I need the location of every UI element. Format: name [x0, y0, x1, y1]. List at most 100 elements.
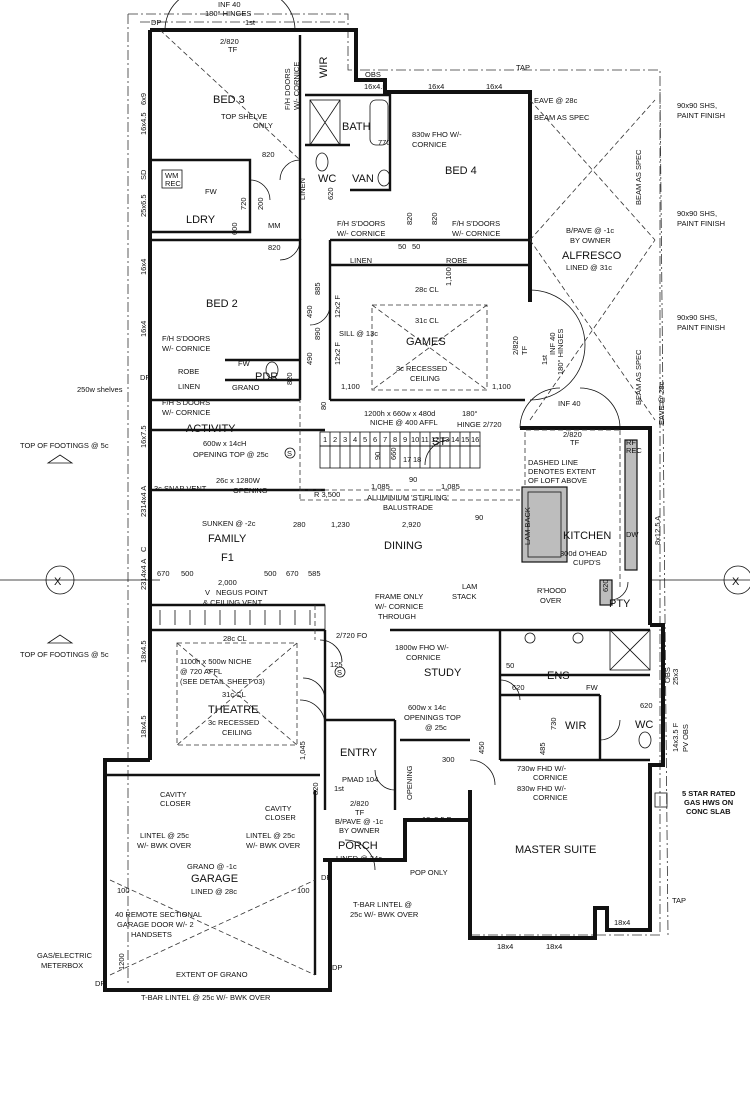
kitchen-benches — [149, 439, 638, 631]
note: CAVITY — [265, 804, 292, 813]
note: OBS — [663, 667, 672, 683]
stair-number: 2 — [333, 435, 337, 444]
note: 585 — [308, 569, 321, 578]
note: EAVE @ 28c — [534, 96, 578, 105]
note: 1st — [540, 354, 549, 365]
note: 100 — [117, 886, 130, 895]
note: 16x4 — [139, 321, 148, 337]
room-wc-ens: WC — [635, 719, 653, 731]
note: 300 — [442, 755, 455, 764]
note: & CEILING VENT — [203, 598, 263, 607]
note: INF 40 — [218, 0, 241, 9]
stair-number: 3 — [343, 435, 347, 444]
room-porch: PORCH — [338, 840, 378, 852]
note: SILL @ 13c — [339, 329, 378, 338]
room-games: GAMES — [406, 336, 446, 348]
note: 18x4 — [497, 942, 513, 951]
note: LINED @ 34c — [336, 854, 382, 863]
section-x-right: X — [732, 576, 740, 588]
note: CEILING — [410, 374, 440, 383]
note: 18x4 — [546, 942, 562, 951]
note: CEILING — [222, 728, 252, 737]
staircase: 1 2 3 4 5 6 7 8 9 10 11 12 13 14 15 16 1… — [319, 431, 481, 469]
note: 180° HINGES — [205, 9, 251, 18]
note: 820 — [311, 782, 320, 795]
room-wc-top: WC — [318, 173, 336, 185]
dashed-ceiling-lines — [109, 29, 656, 976]
note: OPENING — [405, 765, 414, 800]
note: 1800w FHO W/- — [395, 643, 449, 652]
note: FW — [205, 187, 218, 196]
stair-number: 5 — [363, 435, 367, 444]
note: 26c x 1280W — [216, 476, 261, 485]
note: 730 — [549, 717, 558, 730]
note: 670 — [157, 569, 170, 578]
toilet-icon — [315, 152, 329, 172]
note: INF 40 — [548, 332, 557, 355]
note: 28c CL — [415, 285, 439, 294]
stair-number: 11 — [421, 435, 429, 444]
note: OVER — [540, 596, 562, 605]
note: W/- CORNICE — [162, 408, 210, 417]
family-f1-tag: F1 — [221, 552, 234, 564]
note: 80 — [319, 402, 328, 410]
note: 18x3.5 F — [422, 815, 452, 824]
note: EAVE @ 28c — [657, 381, 666, 425]
stair-number: 9 — [403, 435, 407, 444]
note: DW — [626, 530, 639, 539]
room-bed2: BED 2 — [206, 298, 238, 310]
note: OF LOFT ABOVE — [528, 476, 587, 485]
note: W/- CORNICE — [292, 62, 301, 110]
stair-number: 16 — [471, 435, 479, 444]
note: DENOTES EXTENT — [528, 467, 596, 476]
room-study: STUDY — [424, 667, 462, 679]
note: PAINT FINISH — [677, 111, 725, 120]
note: 50 — [412, 242, 420, 251]
note: F/H S'DOORS — [162, 334, 210, 343]
property-boundary — [127, 13, 661, 985]
note: 3c SNAP VENT — [154, 484, 207, 493]
stair-number: 7 — [383, 435, 387, 444]
note: 730w FHD W/- — [517, 764, 567, 773]
note: 660 — [389, 447, 398, 460]
shower-icon — [609, 629, 651, 671]
basin-icon — [572, 632, 584, 644]
note: LAM — [462, 582, 477, 591]
room-master: MASTER SUITE — [515, 844, 596, 856]
room-entry: ENTRY — [340, 747, 378, 759]
note: 885 — [313, 282, 322, 295]
note: V — [205, 588, 210, 597]
note: 40 REMOTE SECTIONAL — [115, 910, 202, 919]
room-wir-top: WIR — [318, 57, 330, 78]
note: POP ONLY — [410, 868, 448, 877]
note: 620 — [601, 579, 610, 592]
room-wir-ens: WIR — [565, 720, 586, 732]
note: OPENING TOP @ 25c — [193, 450, 269, 459]
note: FW — [586, 683, 599, 692]
section-x-left: X — [54, 576, 62, 588]
note: BY OWNER — [339, 826, 380, 835]
note: 890 — [313, 327, 322, 340]
room-ens: ENS — [547, 670, 570, 682]
note: BALUSTRADE — [383, 503, 433, 512]
note: NICHE @ 400 AFFL — [370, 418, 438, 427]
note: CORNICE — [533, 793, 568, 802]
note: THROUGH — [378, 612, 416, 621]
note: SD — [139, 169, 148, 180]
note: 490 — [305, 305, 314, 318]
note: GRANO — [232, 383, 260, 392]
note: 600w x 14c — [408, 703, 446, 712]
note: 6x9 — [139, 93, 148, 105]
note: 280 — [293, 520, 306, 529]
room-bed4: BED 4 — [445, 165, 477, 177]
note: 14x3.5 F — [671, 722, 680, 752]
note: CORNICE — [533, 773, 568, 782]
note: GRANO @ -1c — [187, 862, 237, 871]
note: 1,230 — [331, 520, 350, 529]
note: TOP OF FOOTINGS @ 5c — [20, 441, 109, 450]
note: NEGUS POINT — [216, 588, 268, 597]
room-bath: BATH — [342, 121, 371, 133]
room-labels: BED 3 WIR BATH WC VAN BED 4 LDRY BED 2 G… — [186, 57, 653, 885]
note: BEAM AS SPEC — [634, 149, 643, 205]
note: 12x2 F — [333, 342, 342, 365]
